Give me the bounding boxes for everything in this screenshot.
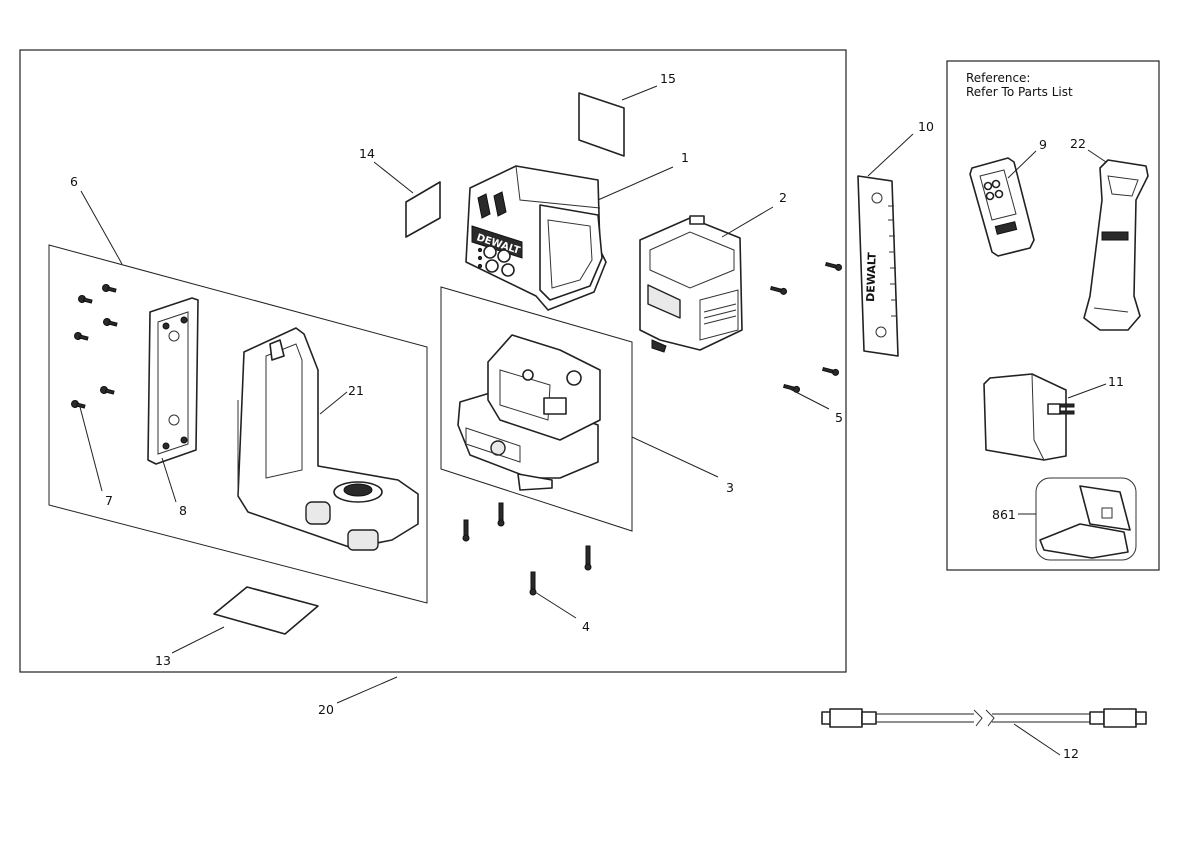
callout-861: 861	[992, 507, 1016, 522]
cable-12	[821, 708, 1147, 728]
reference-heading: Reference:	[966, 71, 1031, 85]
callout-8: 8	[179, 503, 187, 518]
clip-holder-22	[1083, 159, 1149, 331]
callout-15: 15	[660, 71, 676, 86]
screws-7	[71, 284, 118, 409]
reference-text: Refer To Parts List	[966, 85, 1073, 99]
callout-12: 12	[1063, 746, 1079, 761]
brand-label-target-card: DEWALT	[864, 252, 879, 302]
leader-lines	[79, 85, 1107, 756]
kit-frame	[19, 49, 847, 673]
base-bracket-21	[237, 327, 419, 551]
front-housing-1: DEWALT	[465, 165, 607, 311]
label-13	[213, 586, 319, 635]
callout-5: 5	[835, 410, 843, 425]
callout-9: 9	[1039, 137, 1047, 152]
screws-4	[462, 502, 592, 596]
callout-4: 4	[582, 619, 590, 634]
target-card-10: DEWALT	[857, 175, 899, 357]
rear-housing-2	[639, 215, 743, 353]
callout-22: 22	[1070, 136, 1086, 151]
reference-frame	[946, 60, 1160, 571]
callout-3: 3	[726, 480, 734, 495]
remote-9	[969, 157, 1035, 257]
callout-20: 20	[318, 702, 334, 717]
panel-6	[48, 244, 428, 604]
label-15	[578, 92, 625, 157]
callout-21: 21	[348, 383, 364, 398]
power-adapter-11	[983, 373, 1075, 461]
callout-14: 14	[359, 146, 375, 161]
reference-note: Reference: Refer To Parts List	[966, 71, 1073, 99]
label-14	[405, 181, 441, 238]
callout-10: 10	[918, 119, 934, 134]
callout-1: 1	[681, 150, 689, 165]
callout-2: 2	[779, 190, 787, 205]
callout-13: 13	[155, 653, 171, 668]
callout-6: 6	[70, 174, 78, 189]
chassis-3	[457, 334, 601, 491]
screws-5	[769, 261, 843, 393]
panel-3	[440, 286, 633, 532]
case-861	[1035, 477, 1137, 561]
mounting-plate-8	[147, 297, 199, 465]
callout-11: 11	[1108, 374, 1124, 389]
callout-7: 7	[105, 493, 113, 508]
